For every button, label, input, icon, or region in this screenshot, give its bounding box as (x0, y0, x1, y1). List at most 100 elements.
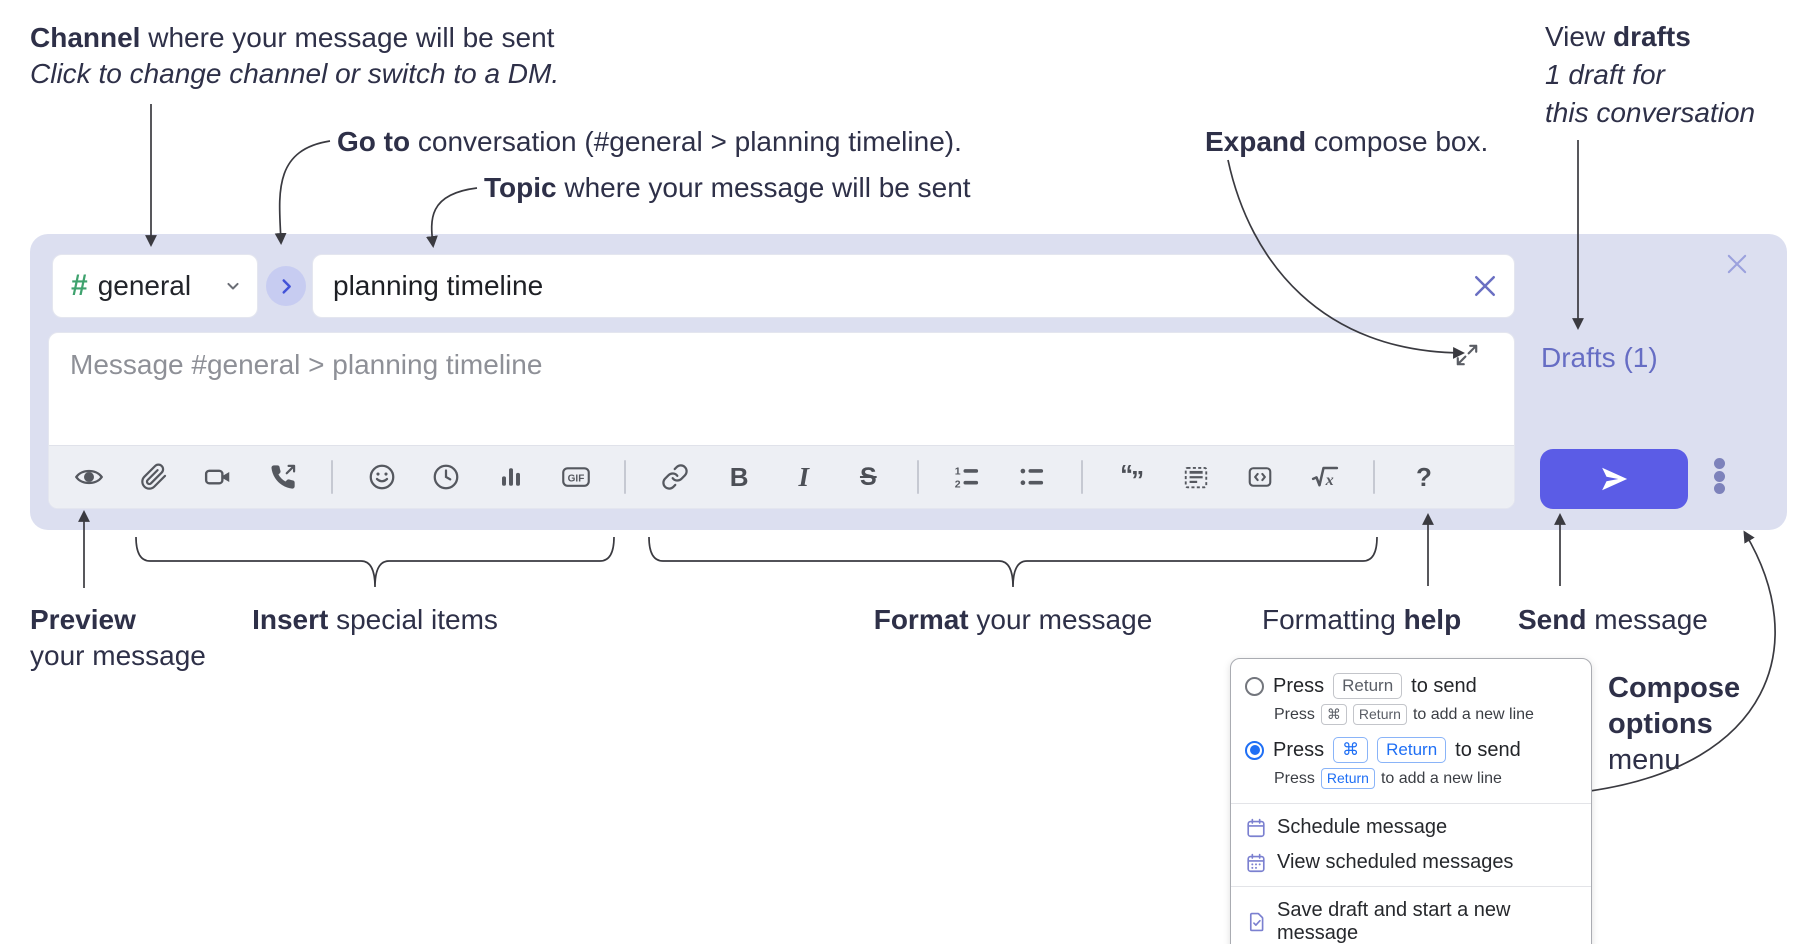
expand-annotation-bold: Expand (1205, 126, 1307, 157)
topic-input[interactable] (313, 270, 1468, 302)
return-keycap: Return (1377, 737, 1447, 763)
poll-chart-icon[interactable] (495, 460, 527, 494)
channel-selector[interactable]: # general (52, 254, 258, 318)
formatting-help-pre: Formatting (1262, 604, 1404, 635)
compose-options-annotation: Compose options menu (1608, 670, 1740, 778)
calendar-icon (1247, 818, 1265, 837)
message-input[interactable]: Message #general > planning timeline (49, 333, 1514, 445)
clear-topic-icon[interactable] (1468, 269, 1502, 303)
return-keycap: Return (1320, 768, 1375, 789)
svg-text:x: x (1324, 471, 1333, 489)
menu-divider (1231, 886, 1591, 887)
topic-annotation-bold: Topic (484, 172, 557, 203)
bullet-list-icon[interactable] (1016, 460, 1048, 494)
goto-annotation: Go to conversation (#general > planning … (337, 124, 962, 160)
topic-annotation: Topic where your message will be sent (484, 170, 971, 206)
return-keycap: Return (1333, 673, 1403, 699)
message-box: Message #general > planning timeline (48, 332, 1515, 509)
video-icon[interactable] (202, 460, 234, 494)
goto-conversation-button[interactable] (266, 266, 306, 306)
menu-option-cmd-return-sub: Press Return to add a new line (1231, 767, 1591, 797)
format-annotation-bold: Format (873, 604, 969, 635)
compose-box: # general Message #general > planning ti… (30, 234, 1787, 530)
format-annotation-rest: your message (968, 604, 1153, 635)
strikethrough-icon[interactable]: S (859, 462, 877, 491)
menu-divider (1231, 803, 1591, 804)
compose-options-button[interactable] (1714, 458, 1725, 494)
preview-eye-icon[interactable] (73, 460, 105, 494)
preview-annotation: Preview your message (30, 602, 206, 674)
formatting-help-bold: help (1403, 604, 1462, 635)
cmd-keycap: ⌘ (1333, 737, 1369, 763)
menu-item-save-draft[interactable]: Save draft and start a new message (1231, 893, 1591, 944)
preview-annotation-bold: Preview (30, 604, 136, 635)
cmd-keycap: ⌘ (1320, 704, 1347, 725)
calendar-list-icon (1247, 853, 1265, 872)
channel-annotation-italic: Click to change channel or switch to a D… (30, 58, 560, 89)
send-button[interactable] (1540, 449, 1688, 509)
gif-icon[interactable]: GIF (560, 460, 592, 494)
draft-document-icon (1249, 912, 1264, 932)
italic-icon[interactable]: I (798, 461, 809, 492)
goto-connector-curve (274, 140, 331, 245)
snippet-icon[interactable] (1180, 460, 1212, 494)
send-annotation-rest: message (1586, 604, 1708, 635)
view-drafts-line3: this conversation (1545, 97, 1756, 128)
channel-hash-icon: # (71, 269, 88, 302)
phone-call-icon[interactable] (267, 460, 299, 494)
formatting-help-annotation: Formatting help (1262, 602, 1461, 638)
insert-brace (135, 536, 615, 588)
goto-annotation-bold: Go to (337, 126, 411, 157)
view-drafts-annotation: View drafts 1 draft for this conversatio… (1545, 18, 1755, 132)
insert-annotation-rest: special items (328, 604, 498, 635)
code-icon[interactable] (1244, 460, 1276, 494)
chevron-down-icon (227, 282, 239, 290)
toolbar-divider (1373, 460, 1376, 494)
send-paper-plane-icon (1602, 467, 1628, 491)
menu-option-return-sub: Press ⌘ Return to add a new line (1231, 703, 1591, 733)
view-drafts-pre: View (1545, 21, 1613, 52)
message-placeholder: Message #general > planning timeline (70, 349, 543, 380)
view-drafts-line2: 1 draft for (1545, 59, 1665, 90)
toolbar-divider (916, 460, 919, 494)
menu-option-cmd-return-to-send[interactable]: Press ⌘ Return to send (1231, 733, 1591, 767)
format-brace (648, 536, 1378, 588)
svg-text:1: 1 (955, 466, 961, 478)
bold-icon[interactable]: B (729, 461, 749, 492)
drafts-link[interactable]: Drafts (1) (1541, 342, 1658, 373)
clock-icon[interactable] (430, 460, 462, 494)
menu-item-schedule-message[interactable]: Schedule message (1231, 810, 1591, 845)
toolbar-divider (331, 460, 334, 494)
send-annotation: Send message (1518, 602, 1708, 638)
channel-annotation: Channel where your message will be sent … (30, 20, 559, 92)
topic-field (312, 254, 1515, 318)
expand-annotation-rest: compose box. (1306, 126, 1489, 157)
link-icon[interactable] (659, 460, 691, 494)
close-icon[interactable] (1723, 250, 1751, 278)
blockquote-icon[interactable]: “” (1120, 458, 1144, 495)
compose-options-line2: options (1608, 708, 1713, 740)
emoji-icon[interactable] (366, 460, 398, 494)
format-annotation: Format your message (874, 602, 1153, 638)
send-annotation-bold: Send (1518, 604, 1587, 635)
menu-option-return-to-send[interactable]: Press Return to send (1231, 669, 1591, 703)
expand-annotation: Expand compose box. (1205, 124, 1488, 160)
toolbar-divider (1080, 460, 1083, 494)
radio-unselected-icon[interactable] (1245, 676, 1264, 696)
goto-annotation-rest: conversation (#general > planning timeli… (410, 126, 962, 157)
radio-selected-icon[interactable] (1245, 740, 1264, 760)
insert-annotation-bold: Insert (252, 604, 329, 635)
topic-annotation-rest: where your message will be sent (556, 172, 971, 203)
help-icon[interactable]: ? (1415, 461, 1432, 492)
svg-text:2: 2 (955, 479, 961, 491)
insert-annotation: Insert special items (252, 602, 498, 638)
svg-text:GIF: GIF (567, 474, 584, 485)
menu-item-view-scheduled[interactable]: View scheduled messages (1231, 845, 1591, 880)
formula-icon[interactable]: x (1309, 460, 1341, 494)
paperclip-icon[interactable] (138, 460, 170, 494)
expand-compose-icon[interactable] (1454, 342, 1480, 368)
return-keycap: Return (1352, 704, 1407, 725)
